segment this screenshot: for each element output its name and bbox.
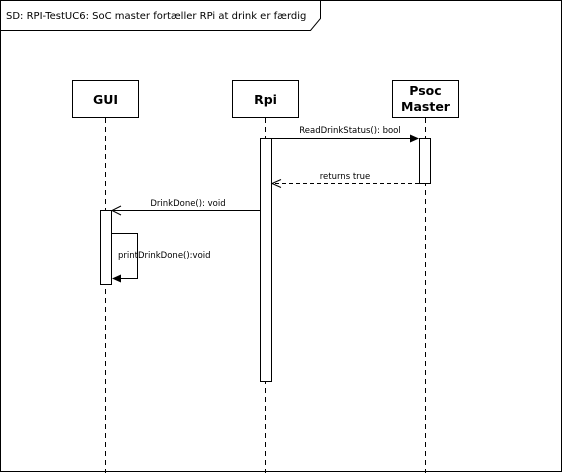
message-print-drink-done-label: printDrinkDone():void bbox=[118, 251, 211, 261]
open-arrowhead-icon bbox=[110, 205, 122, 216]
frame-title: SD: RPI-TestUC6: SoC master fortæller RP… bbox=[6, 11, 306, 22]
lifeline-gui-head[interactable] bbox=[72, 80, 139, 118]
message-returns-true: returns true bbox=[270, 172, 419, 188]
activation-psoc bbox=[419, 138, 431, 184]
message-drink-done: DrinkDone(): void bbox=[110, 199, 260, 216]
lifeline-psoc-label-line1: Psoc bbox=[409, 83, 441, 98]
lifeline-psoc-label-line2: Master bbox=[401, 99, 451, 114]
filled-arrowhead-icon bbox=[410, 134, 419, 143]
message-read-drink-status-label: ReadDrinkStatus(): bool bbox=[299, 126, 401, 136]
activation-rpi bbox=[260, 138, 272, 382]
message-returns-true-label: returns true bbox=[320, 172, 371, 182]
open-arrowhead-icon bbox=[270, 179, 282, 188]
message-read-drink-status: ReadDrinkStatus(): bool bbox=[272, 126, 419, 143]
filled-arrowhead-icon bbox=[112, 274, 121, 283]
activation-gui bbox=[100, 210, 112, 285]
lifeline-psoc-head[interactable] bbox=[392, 80, 459, 118]
lifeline-rpi-label: Rpi bbox=[254, 92, 277, 107]
message-drink-done-label: DrinkDone(): void bbox=[150, 199, 225, 209]
lifeline-rpi-head[interactable] bbox=[232, 80, 299, 118]
lifeline-gui: GUI bbox=[72, 80, 139, 473]
lifeline-rpi: Rpi bbox=[232, 80, 299, 473]
message-print-drink-done-line bbox=[111, 233, 138, 279]
lifeline-gui-label: GUI bbox=[93, 92, 118, 107]
message-print-drink-done: printDrinkDone():void bbox=[111, 233, 211, 283]
lifeline-psoc-master: Psoc Master bbox=[392, 80, 459, 473]
frame-title-tab bbox=[0, 0, 321, 31]
